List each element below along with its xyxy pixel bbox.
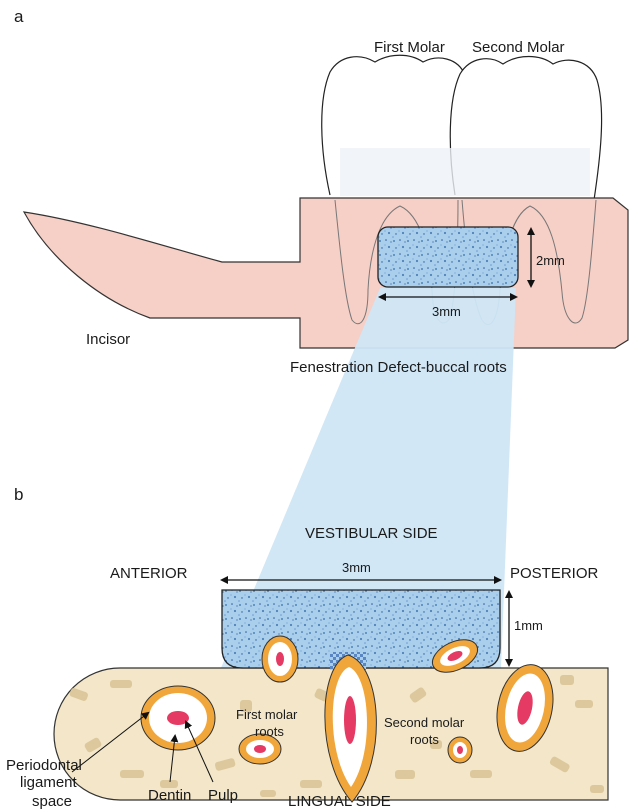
- dentin-label: Dentin: [148, 787, 191, 804]
- pulp-label: Pulp: [208, 787, 238, 804]
- root-fm-small-pulp: [276, 652, 284, 666]
- width-dim-b: 3mm: [342, 560, 371, 575]
- lingual-side-label: LINGUAL SIDE: [288, 793, 391, 810]
- height-dim-a: 2mm: [536, 253, 565, 268]
- vestibular-side-label: VESTIBULAR SIDE: [305, 525, 438, 542]
- width-dim-a: 3mm: [432, 304, 461, 319]
- second-molar-label: Second Molar: [472, 39, 565, 56]
- second-molar-roots-line1: Second molar: [384, 715, 465, 730]
- posterior-label: POSTERIOR: [510, 565, 599, 582]
- root-sm-small-pulp: [457, 746, 463, 754]
- panel-b-letter: b: [14, 485, 23, 504]
- pdl-label-line1: Periodontal: [6, 757, 82, 774]
- second-molar-roots-line2: roots: [410, 732, 439, 747]
- panel-a-letter: a: [14, 7, 24, 26]
- first-molar-roots-line2: roots: [255, 724, 284, 739]
- defect-window-a: [378, 227, 518, 287]
- root-central-pulp: [344, 696, 356, 744]
- mandible-outline: [24, 198, 628, 348]
- pdl-label-line3: space: [32, 793, 72, 810]
- pdl-label-line2: ligament: [20, 774, 78, 791]
- defect-caption: Fenestration Defect-buccal roots: [290, 359, 507, 376]
- first-molar-label: First Molar: [374, 39, 445, 56]
- root-fm-bottom-pulp: [254, 745, 266, 753]
- anterior-label: ANTERIOR: [110, 565, 188, 582]
- first-molar-roots-line1: First molar: [236, 707, 298, 722]
- incisor-label: Incisor: [86, 331, 130, 348]
- root-anterior-pulp: [167, 711, 189, 725]
- depth-dim-b: 1mm: [514, 618, 543, 633]
- crown-shadow: [340, 148, 590, 196]
